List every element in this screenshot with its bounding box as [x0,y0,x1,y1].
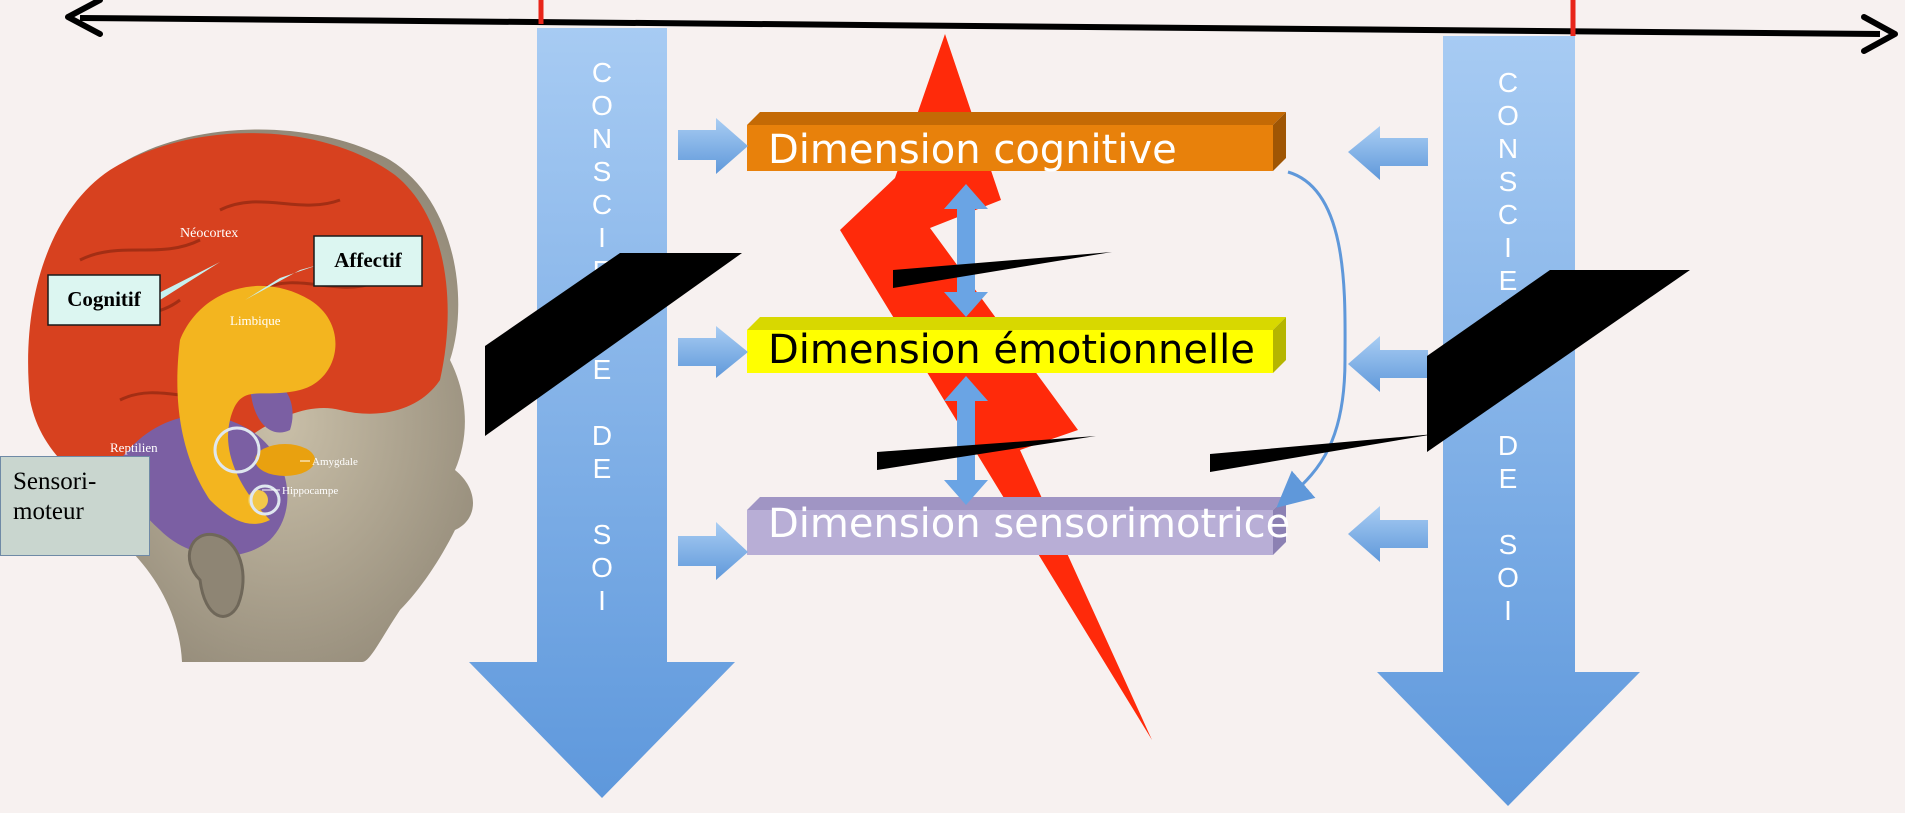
emotional-dimension-box: Dimension émotionnelle [747,317,1286,373]
conscience-arrow-right [1377,36,1640,806]
black-block-right-line [1210,434,1435,472]
amygdala-label: Amygdale [312,456,358,468]
conscience-left-letter: O [591,90,613,121]
hippocampus-label: Hippocampe [282,485,338,497]
conscience-right-letter: O [1497,562,1519,593]
cognitive-callout: Cognitif [47,262,220,326]
conscience-left-letter: I [598,585,606,616]
conscience-right-letter: S [1499,166,1518,197]
affective-callout: Affectif [245,235,423,300]
input-arrow-sensorimotor-right [1348,506,1428,562]
black-block-left-large [485,253,742,436]
conscience-left-letter: S [593,156,612,187]
double-arrow-emotional-sensorimotor [944,376,988,505]
double-arrow-cognitive-emotional [944,184,988,317]
conscience-right-letter: C [1498,67,1518,98]
black-block-center-bottom [877,436,1096,470]
input-arrow-sensorimotor-left [678,522,748,580]
cognitive-dimension-label: Dimension cognitive [768,127,1177,173]
conscience-left-letter: D [592,420,612,451]
affective-callout-label: Affectif [334,248,403,272]
black-block-right-large [1427,270,1690,452]
reptilian-label: Reptilien [110,440,158,455]
conscience-left-letter: O [591,552,613,583]
input-arrow-emotional-left [678,326,748,378]
conscience-right-letter: O [1497,100,1519,131]
input-arrow-emotional-right [1348,336,1428,392]
conscience-left-letter: S [593,519,612,550]
conscience-left-letter: C [592,189,612,220]
cognitive-callout-label: Cognitif [67,287,142,311]
limbic-brain [177,285,336,524]
conscience-right-letter: E [1499,463,1518,494]
conscience-right-letter: S [1499,529,1518,560]
lightning-bolt [840,34,1152,740]
conscience-right-letter: C [1498,199,1518,230]
cognitive-dimension-box: Dimension cognitive [747,112,1286,173]
black-block-center-top [893,252,1112,288]
top-axis-arrow [65,0,1898,54]
emotional-dimension-label: Dimension émotionnelle [768,327,1255,373]
conscience-right-letter: D [1498,430,1518,461]
conscience-left-letter: C [592,57,612,88]
conscience-left-letter: I [598,222,606,253]
sensorimotor-callout: Sensori- moteur [0,456,150,556]
conscience-right-letter: I [1504,595,1512,626]
neocortex-label: Néocortex [180,226,238,241]
conscience-left-letter: E [593,354,612,385]
input-arrow-cognitive-right [1348,126,1428,180]
sensorimotor-dimension-label: Dimension sensorimotrice [768,501,1290,547]
ear [187,533,245,618]
conscience-right-letter: E [1499,265,1518,296]
curved-arrow-cognitive-to-sensorimotor [1276,170,1347,508]
conscience-left-letter: E [593,453,612,484]
conscience-left-letter: N [592,123,612,154]
sensorimotor-dimension-box: Dimension sensorimotrice [747,497,1290,555]
conscience-right-letter: N [1498,133,1518,164]
input-arrow-cognitive-left [678,118,748,174]
limbic-label: Limbique [230,313,281,328]
sensorimotor-callout-line2: moteur [13,498,84,525]
brain-head-illustration: Néocortex Limbique Reptilien Amygdale Hi… [28,129,474,663]
conscience-arrow-left [469,28,735,798]
conscience-right-letter: I [1504,232,1512,263]
sensorimotor-callout-line1: Sensori- [13,468,97,495]
